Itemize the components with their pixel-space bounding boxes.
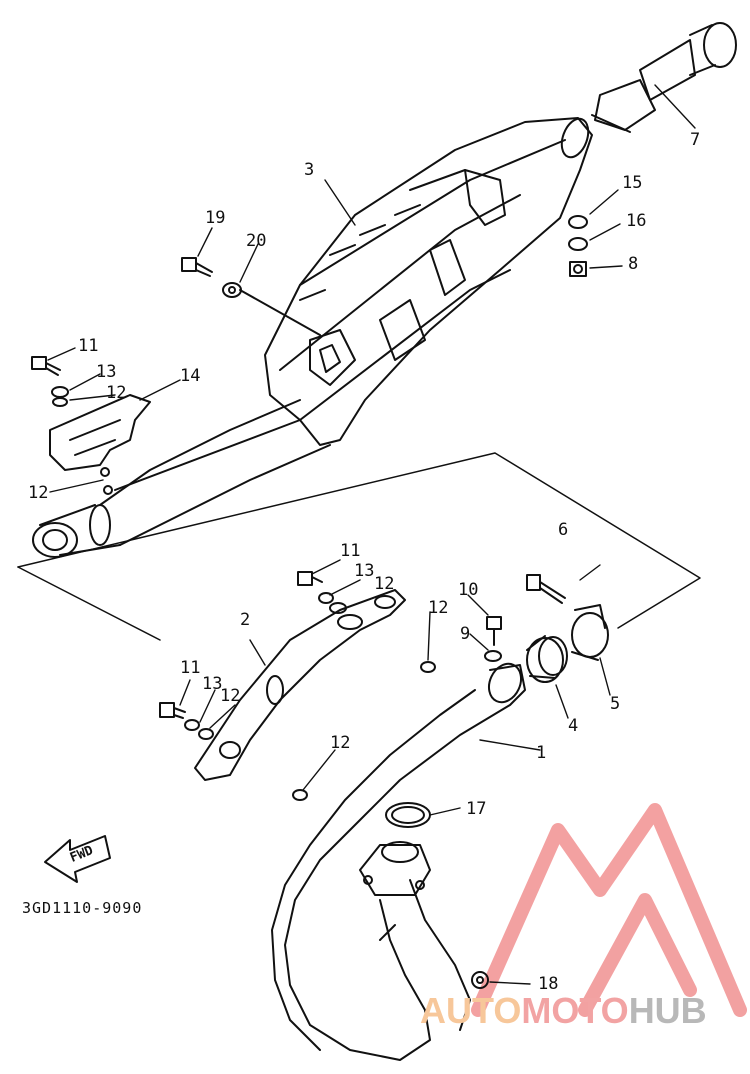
callout-11-lower: 11 — [180, 658, 201, 678]
callout-16: 16 — [626, 211, 647, 231]
watermark-logo — [471, 803, 747, 1017]
watermark-auto: AUTO — [420, 990, 522, 1031]
watermark-hub: HUB — [628, 990, 707, 1031]
callout-13-middle: 13 — [354, 561, 375, 581]
callout-8: 8 — [628, 254, 639, 274]
end-cap-assembly — [591, 22, 737, 133]
callout-5: 5 — [610, 694, 621, 714]
callout-11-middle: 11 — [340, 541, 361, 561]
callout-3: 3 — [304, 160, 315, 180]
callout-17: 17 — [466, 799, 487, 819]
callout-10: 10 — [458, 580, 479, 600]
callout-12-upper: 12 — [106, 383, 127, 403]
callout-12-left: 12 — [28, 483, 49, 503]
fwd-arrow-icon — [44, 835, 111, 883]
muffler-silencer — [264, 117, 593, 446]
callout-1: 1 — [536, 743, 547, 763]
bolt-10-washer-9 — [484, 616, 502, 662]
bolt-19-washer-20 — [181, 257, 321, 336]
callout-13-lower: 13 — [202, 674, 223, 694]
callout-12-lower: 12 — [220, 686, 241, 706]
callout-7: 7 — [690, 130, 701, 150]
callout-12-bottom: 12 — [330, 733, 351, 753]
muffler-tailpipe — [32, 399, 331, 558]
joint-gasket-clamp — [526, 574, 609, 683]
exhaust-flange — [359, 802, 431, 896]
leader-lines — [47, 84, 696, 985]
watermark-brand: AUTOMOTOHUB — [420, 990, 707, 1032]
callout-19: 19 — [205, 208, 226, 228]
fasteners-lower-left — [159, 702, 214, 740]
callout-2: 2 — [240, 610, 251, 630]
callout-12-right: 12 — [428, 598, 449, 618]
callout-11-upper: 11 — [78, 336, 99, 356]
heat-guard-lower — [194, 589, 406, 781]
part-code: 3GD1110-9090 — [22, 899, 143, 917]
callout-6: 6 — [558, 520, 569, 540]
callout-15: 15 — [622, 173, 643, 193]
callout-14: 14 — [180, 366, 201, 386]
fasteners-upper-left — [31, 356, 113, 495]
callout-18: 18 — [538, 974, 559, 994]
callout-12-middle: 12 — [374, 574, 395, 594]
watermark-moto: MOTO — [521, 990, 629, 1031]
fasteners-15-16-8 — [568, 215, 588, 277]
fasteners-middle — [292, 571, 436, 801]
callout-9: 9 — [460, 624, 471, 644]
exhaust-pipe — [271, 662, 526, 1061]
callout-20: 20 — [246, 231, 267, 251]
section-divider — [17, 452, 701, 629]
callout-4: 4 — [568, 716, 579, 736]
callout-13-upper: 13 — [96, 362, 117, 382]
heat-guard-upper — [49, 394, 151, 471]
nut-18 — [471, 971, 489, 989]
